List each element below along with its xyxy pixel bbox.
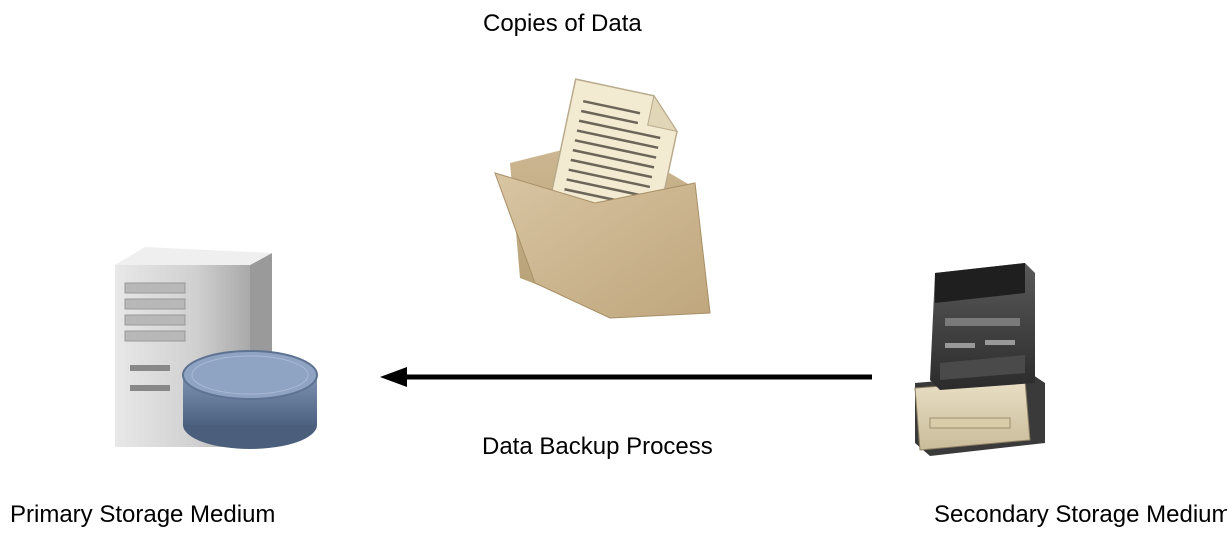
tape-drive-icon	[914, 263, 1045, 456]
primary-storage-label: Primary Storage Medium	[10, 501, 276, 528]
backup-process-arrow	[380, 367, 872, 387]
server-tower-with-disk-icon	[115, 247, 318, 449]
copies-of-data-label: Copies of Data	[483, 10, 642, 37]
secondary-storage-label: Secondary Storage Medium	[934, 501, 1227, 528]
folder-with-document-icon	[494, 78, 711, 319]
arrow-label: Data Backup Process	[482, 433, 713, 460]
